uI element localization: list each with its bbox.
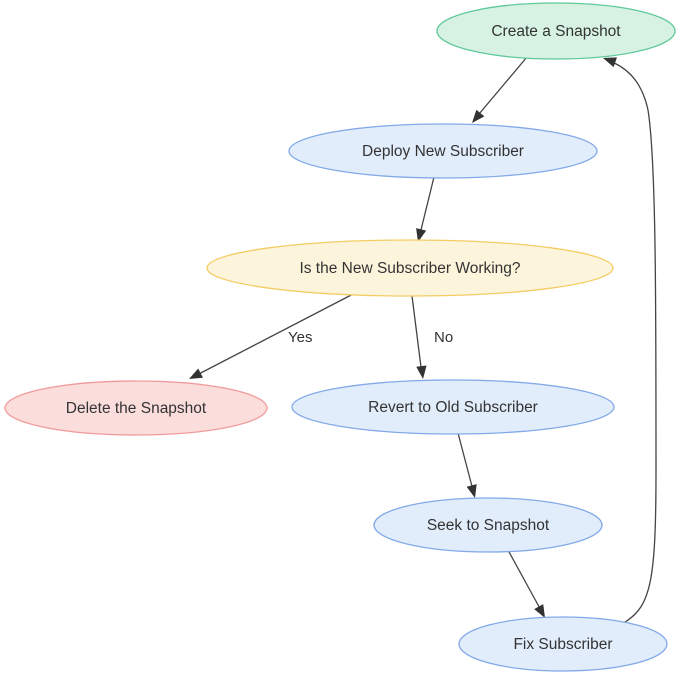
edge-line	[457, 432, 475, 495]
node-deploy_new[interactable]: Deploy New Subscriber	[288, 123, 598, 179]
node-shape-ellipse[interactable]	[288, 123, 598, 179]
node-shape-ellipse[interactable]	[436, 2, 676, 60]
edge-line	[606, 59, 657, 623]
edge-line	[411, 295, 423, 376]
edge-label-yes: Yes	[288, 329, 312, 346]
node-is_working[interactable]: Is the New Subscriber Working?	[206, 239, 614, 297]
edge-line	[192, 291, 358, 378]
arrow-head-icon	[189, 368, 203, 379]
arrow-head-icon	[472, 109, 485, 123]
edge-create_snapshot-to-deploy_new	[472, 56, 528, 123]
node-delete_snapshot[interactable]: Delete the Snapshot	[4, 380, 268, 436]
edge-line	[507, 549, 544, 615]
node-shape-ellipse[interactable]	[291, 379, 615, 435]
edges-layer	[189, 56, 657, 623]
arrow-head-icon	[466, 484, 477, 498]
edge-label-no: No	[434, 329, 453, 346]
arrow-head-icon	[534, 604, 545, 618]
edge-is_working-to-delete_snapshot	[189, 291, 358, 379]
arrow-head-icon	[603, 57, 617, 68]
arrow-head-icon	[416, 228, 427, 242]
node-revert_old[interactable]: Revert to Old Subscriber	[291, 379, 615, 435]
node-create_snapshot[interactable]: Create a Snapshot	[436, 2, 676, 60]
edge-labels-layer: Yes No	[288, 329, 453, 346]
node-fix_subscriber[interactable]: Fix Subscriber	[458, 616, 668, 672]
node-shape-ellipse[interactable]	[206, 239, 614, 297]
edge-revert_old-to-seek_snapshot	[457, 432, 477, 498]
edge-is_working-to-revert_old	[411, 295, 427, 379]
edge-deploy_new-to-is_working	[416, 176, 435, 242]
edge-line	[418, 176, 435, 239]
node-shape-ellipse[interactable]	[4, 380, 268, 436]
node-shape-ellipse[interactable]	[373, 497, 603, 553]
edge-seek_snapshot-to-fix_subscriber	[507, 549, 545, 618]
node-seek_snapshot[interactable]: Seek to Snapshot	[373, 497, 603, 553]
edge-line	[473, 56, 528, 121]
edge-fix_subscriber-to-create_snapshot	[603, 57, 657, 623]
arrow-head-icon	[416, 365, 427, 379]
node-shape-ellipse[interactable]	[458, 616, 668, 672]
